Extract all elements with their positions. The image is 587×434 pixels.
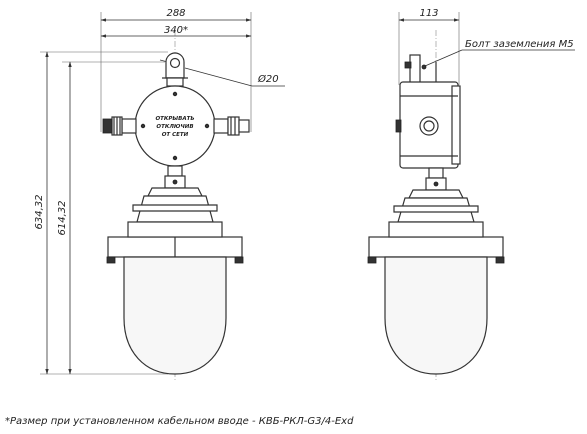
- side-housing: [393, 189, 479, 223]
- dimension-width-cable-label: 340*: [164, 25, 188, 36]
- side-glass-globe: [384, 256, 488, 375]
- front-neck: [164, 165, 186, 189]
- warning-plate-line-1: ОТКРЫВАТЬ: [155, 116, 194, 122]
- footnote: *Размер при установленном кабельном ввод…: [5, 415, 354, 427]
- hanging-ring: [162, 52, 188, 79]
- dimension-height-total: 634,32: [34, 51, 168, 375]
- front-view: 288 340* Ø20 634,32 614,32: [34, 8, 285, 380]
- cable-gland-left: [102, 116, 137, 136]
- dimension-width-top-label: 288: [166, 8, 185, 19]
- junction-box: ОТКРЫВАТЬ ОТКЛЮЧИВ ОТ СЕТИ: [134, 77, 216, 167]
- dimension-diameter: Ø20: [159, 59, 285, 87]
- dimension-height-total-label: 634,32: [34, 195, 45, 230]
- dimension-height-body: 614,32: [57, 61, 165, 375]
- side-junction-box: [395, 81, 461, 169]
- cable-gland-right: [213, 116, 250, 136]
- front-flange: [106, 221, 244, 264]
- side-view: 113 Болт заземления М5: [367, 8, 575, 380]
- dimension-diameter-label: Ø20: [257, 73, 279, 85]
- front-housing: [132, 187, 218, 223]
- ground-bolt-label: Болт заземления М5: [465, 39, 574, 50]
- dimension-side-width-label: 113: [419, 8, 438, 19]
- ground-bolt-callout: Болт заземления М5: [421, 39, 575, 70]
- side-neck: [425, 167, 447, 191]
- dimension-width-top: 288: [100, 8, 252, 132]
- warning-plate-line-3: ОТ СЕТИ: [162, 132, 189, 138]
- dimension-side-width: 113: [398, 8, 460, 85]
- front-glass-globe: [123, 256, 227, 375]
- warning-plate-line-2: ОТКЛЮЧИВ: [156, 124, 193, 130]
- dimension-height-body-label: 614,32: [57, 201, 68, 236]
- dimension-width-cable: 340*: [100, 25, 252, 38]
- side-flange: [367, 221, 505, 264]
